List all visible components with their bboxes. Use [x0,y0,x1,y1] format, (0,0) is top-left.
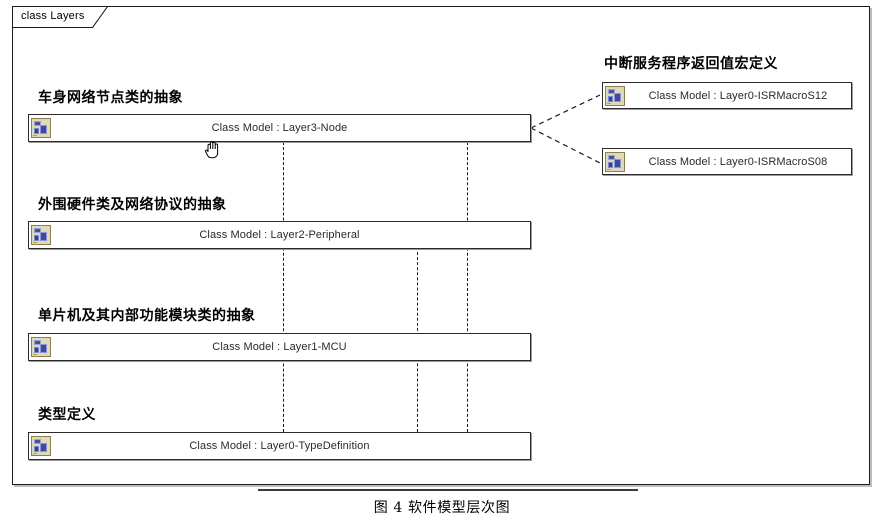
class-model-icon [605,151,625,172]
frame-tab-shape [12,6,108,28]
guide-line-3 [467,142,468,432]
class-box-layer1-mcu[interactable]: Class Model : Layer1-MCU [28,333,531,361]
class-box-layer2-peripheral[interactable]: Class Model : Layer2-Peripheral [28,221,531,249]
class-box-title: Class Model : Layer3-Node [211,122,348,134]
class-model-icon [31,436,51,456]
class-model-icon [605,85,625,106]
layer-label-layer0: 类型定义 [38,407,96,423]
class-box-layer0-typedefinition[interactable]: Class Model : Layer0-TypeDefinition [28,432,531,460]
class-box-title: Class Model : Layer0-ISRMacroS08 [648,155,828,168]
guide-line-1 [283,142,284,432]
class-model-icon [31,118,51,138]
figure-caption: 图 4 软件模型层次图 [373,500,511,516]
class-box-layer3-node[interactable]: Class Model : Layer3-Node [28,114,531,142]
frame-title-label: class Layers [21,10,85,22]
class-box-layer0-isrmacros12[interactable]: Class Model : Layer0-ISRMacroS12 [602,82,852,109]
class-box-title: Class Model : Layer2-Peripheral [199,229,360,241]
class-model-icon [31,225,51,245]
class-box-layer0-isrmacros08[interactable]: Class Model : Layer0-ISRMacroS08 [602,148,852,175]
layer-label-layer2: 外围硬件类及网络协议的抽象 [38,197,227,213]
layer-label-layer3: 车身网络节点类的抽象 [38,90,183,106]
frame-title-tab: class Layers [12,6,108,28]
class-box-title: Class Model : Layer0-ISRMacroS12 [648,89,828,102]
class-box-title: Class Model : Layer1-MCU [212,341,347,353]
class-box-title: Class Model : Layer0-TypeDefinition [189,440,370,452]
side-group-label: 中断服务程序返回值宏定义 [604,56,778,72]
layer-label-layer1: 单片机及其内部功能模块类的抽象 [38,308,256,324]
hand-cursor [203,138,223,160]
class-model-icon [31,337,51,357]
caption-divider [258,489,638,491]
